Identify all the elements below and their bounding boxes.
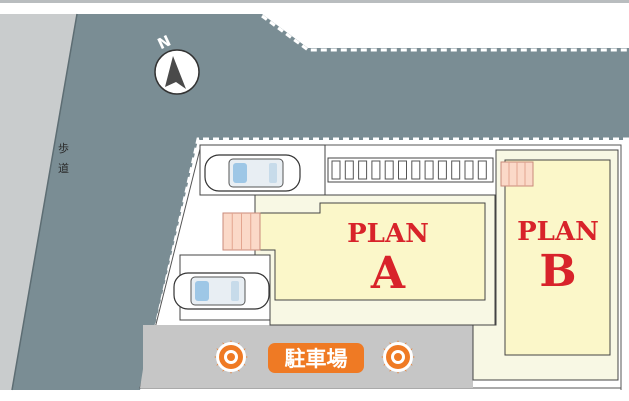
fence-bar bbox=[344, 160, 354, 180]
fence-bar bbox=[358, 160, 368, 180]
sidewalk-label-char-2: 道 bbox=[58, 161, 69, 175]
fence-bar bbox=[464, 160, 474, 180]
fence-bar bbox=[477, 160, 487, 180]
plan-b-letter: B bbox=[539, 246, 576, 297]
fence-bar bbox=[411, 160, 421, 180]
parking-badge bbox=[268, 343, 364, 373]
svg-text:歩 道: 歩 道 bbox=[58, 141, 73, 175]
sidewalk bbox=[0, 14, 77, 390]
plan-a-house bbox=[259, 202, 486, 301]
compass-icon bbox=[154, 49, 200, 95]
plan-b-title: PLAN bbox=[517, 217, 599, 247]
parking-label: 駐車場 bbox=[285, 347, 348, 371]
top-border bbox=[0, 0, 629, 3]
car-icon-lower bbox=[173, 272, 270, 310]
fence-bar bbox=[371, 160, 381, 180]
parking-area-left bbox=[140, 325, 160, 388]
curb-line bbox=[11, 13, 78, 391]
fence-bar bbox=[424, 160, 434, 180]
curb-dashes-top bbox=[261, 14, 629, 52]
road bbox=[12, 14, 629, 390]
parking-sun-icon-right bbox=[381, 340, 415, 374]
fence-bar bbox=[451, 160, 461, 180]
parking-sun-icon-left bbox=[214, 340, 248, 374]
plan-a-title: PLAN bbox=[347, 219, 429, 249]
sidewalk-label: 歩 道 bbox=[58, 141, 73, 175]
car-icon-upper bbox=[204, 154, 301, 192]
fence-bar bbox=[331, 160, 341, 180]
sidewalk-label-char-1: 歩 bbox=[58, 141, 69, 155]
plan-a-letter: A bbox=[370, 248, 406, 299]
fence-bar bbox=[398, 160, 407, 180]
fence-bar bbox=[384, 160, 394, 180]
fence-bar bbox=[437, 160, 447, 180]
plan-b-house bbox=[504, 159, 611, 356]
